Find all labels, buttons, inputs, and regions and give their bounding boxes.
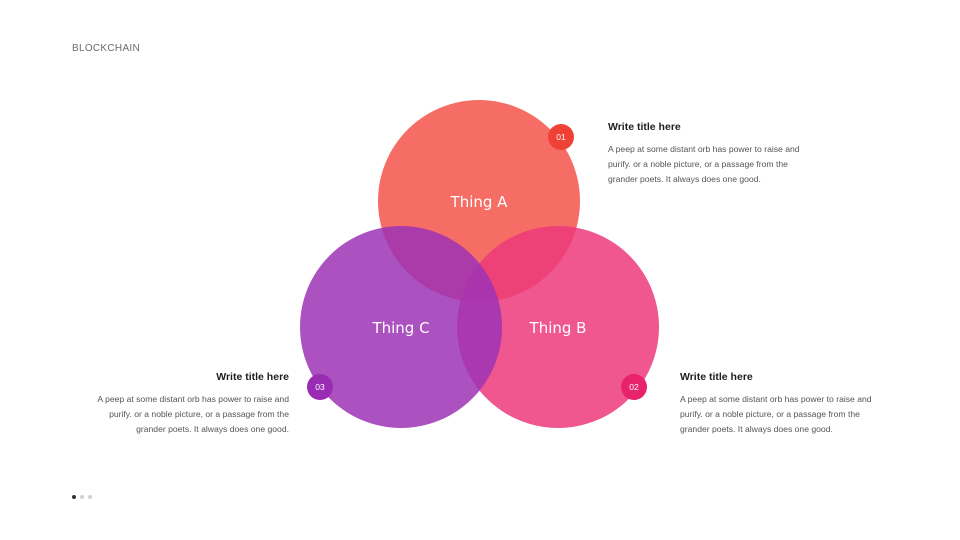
circle-label-thing-c: Thing C: [371, 319, 429, 337]
badge-01-text: 01: [556, 132, 566, 142]
info-block-01: Write title here A peep at some distant …: [608, 121, 803, 186]
pager-dot-3[interactable]: [88, 495, 92, 499]
info-title-02: Write title here: [680, 371, 753, 383]
circle-label-thing-a: Thing A: [450, 193, 509, 211]
info-body-03: A peep at some distant orb has power to …: [97, 394, 289, 434]
badge-01: [548, 124, 574, 150]
circle-thing-b: [457, 226, 659, 428]
badge-03-text: 03: [315, 382, 325, 392]
circle-thing-c: [300, 226, 502, 428]
badge-03: [307, 374, 333, 400]
badge-02: [621, 374, 647, 400]
info-block-03: Write title here A peep at some distant …: [94, 371, 289, 436]
circle-label-thing-b: Thing B: [529, 319, 587, 337]
info-title-01: Write title here: [608, 121, 681, 133]
info-body-02: A peep at some distant orb has power to …: [680, 394, 872, 434]
pager-dot-1[interactable]: [72, 495, 76, 499]
info-block-02: Write title here A peep at some distant …: [680, 371, 875, 436]
venn-circles: [300, 100, 659, 428]
badge-02-text: 02: [629, 382, 639, 392]
slide-pager: [72, 495, 92, 499]
pager-dot-2[interactable]: [80, 495, 84, 499]
info-body-01: A peep at some distant orb has power to …: [608, 144, 800, 184]
info-title-03: Write title here: [216, 371, 289, 383]
header-label: BLOCKCHAIN: [72, 43, 141, 54]
